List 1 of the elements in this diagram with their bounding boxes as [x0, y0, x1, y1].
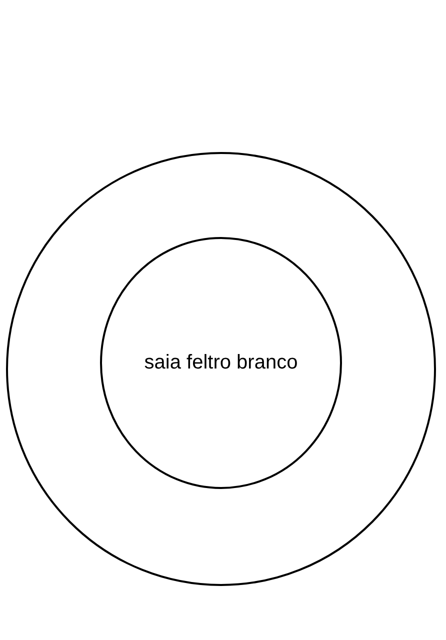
pattern-label: saia feltro branco [144, 352, 298, 374]
